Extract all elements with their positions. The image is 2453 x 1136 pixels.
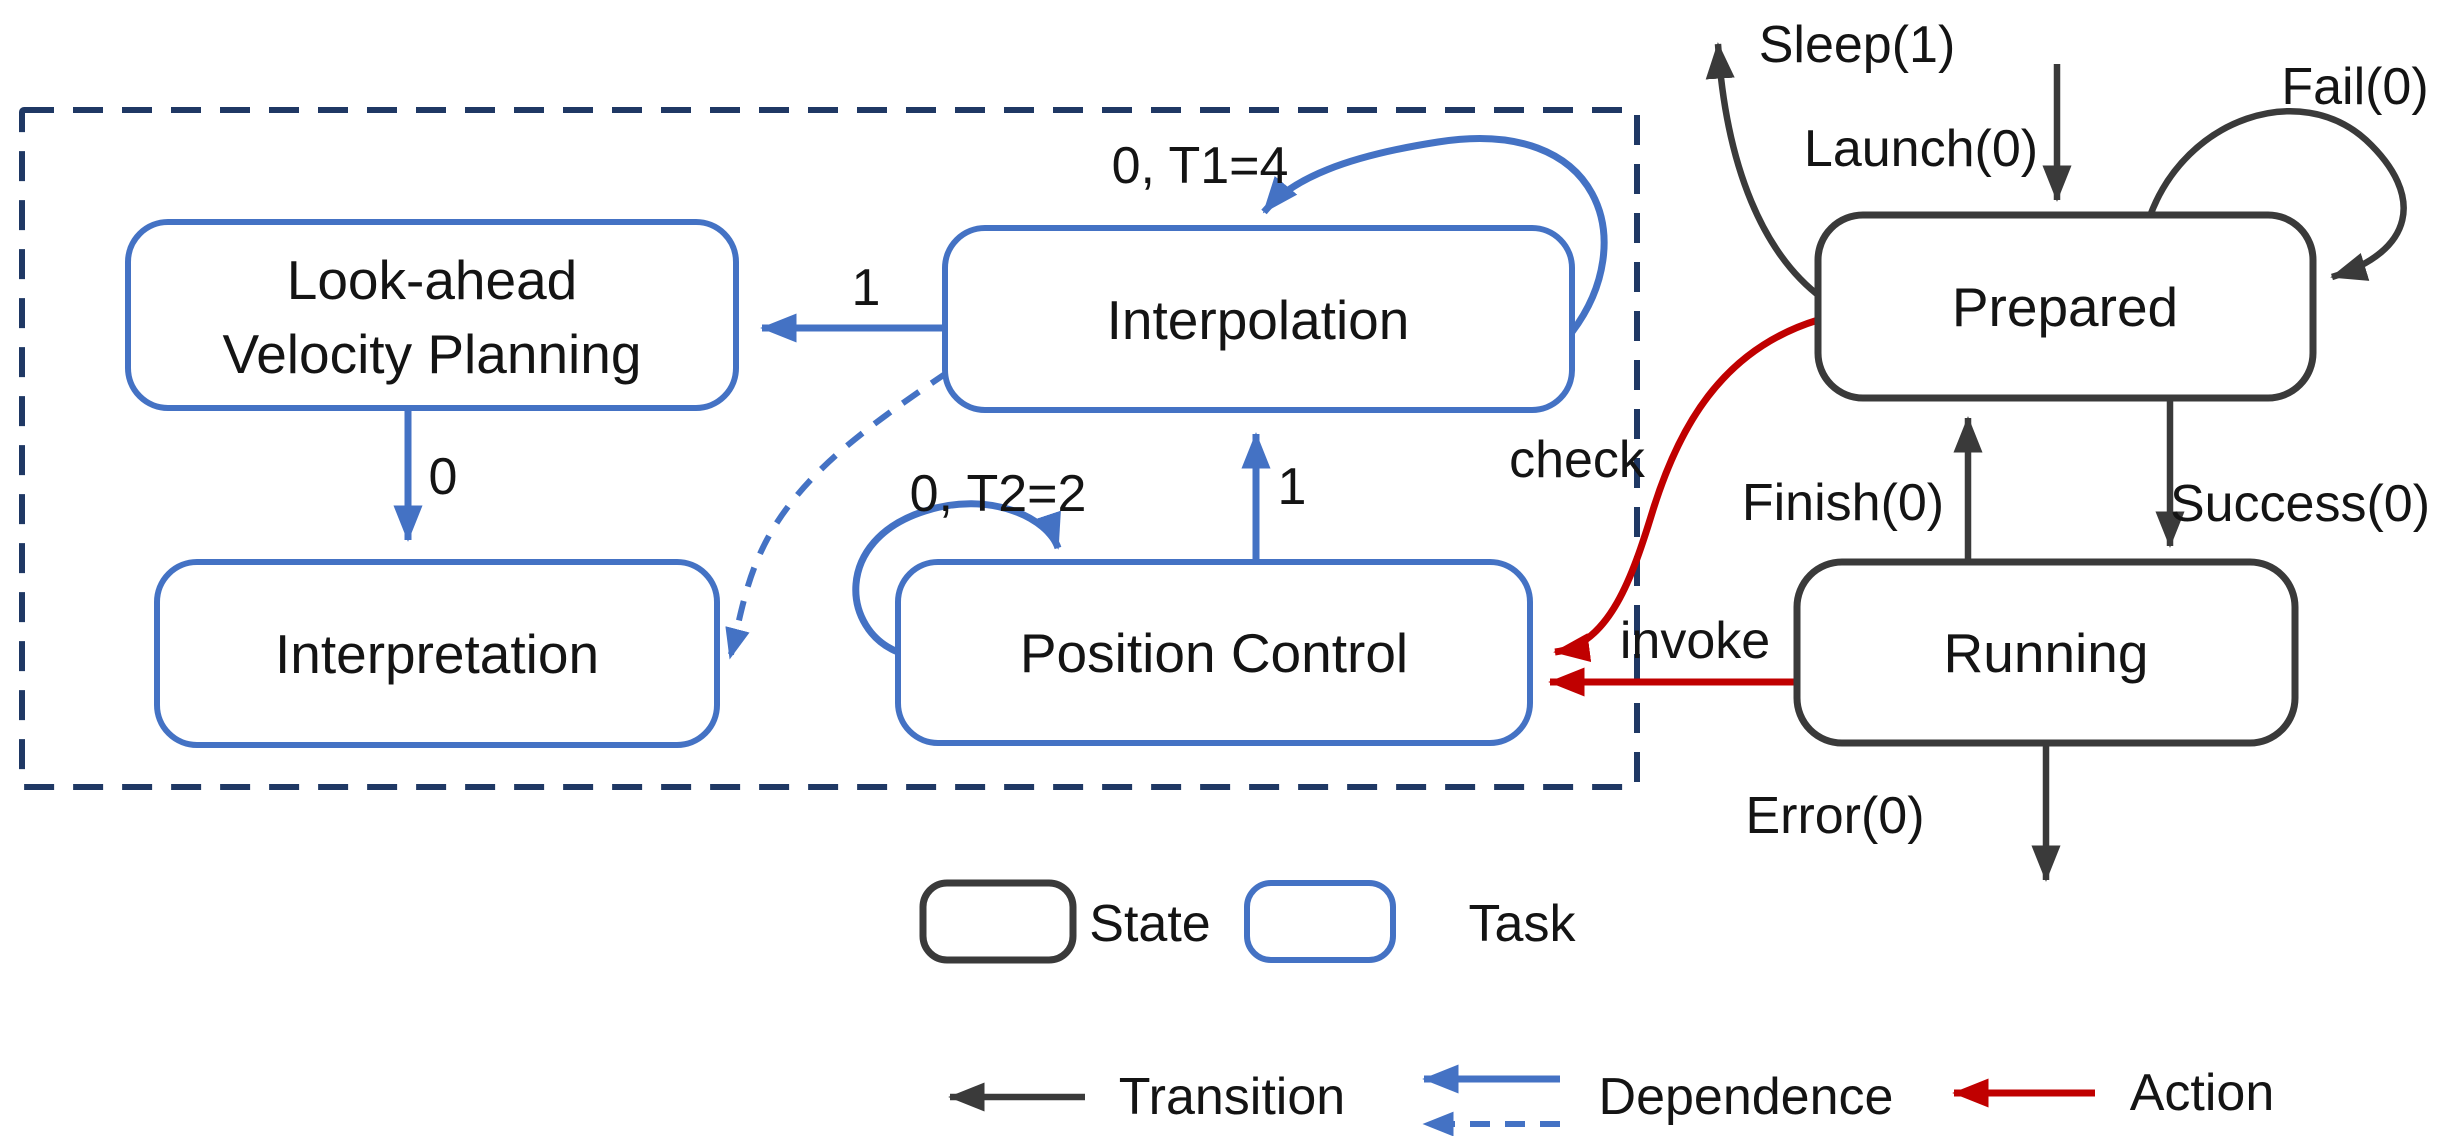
- task-group-container: [19, 107, 1640, 790]
- edge-label-sleep: Sleep(1): [1759, 16, 1956, 74]
- legend-action-label: Action: [2130, 1064, 2275, 1122]
- node-lookahead-velocity-planning: [125, 219, 739, 411]
- node-label-position-control: Position Control: [1020, 622, 1408, 684]
- edge-position-control-self-loop: [852, 500, 1062, 656]
- edge-label-success: Success(0): [2170, 475, 2430, 533]
- legend-dependence-label: Dependence: [1599, 1068, 1894, 1126]
- node-label-prepared: Prepared: [1952, 276, 2178, 338]
- edge-label-lvp-to-interpretation: 0: [429, 448, 458, 506]
- edge-label-finish: Finish(0): [1742, 474, 1944, 532]
- edge-label-error: Error(0): [1745, 787, 1924, 845]
- edge-label-position-control-to-interpolation: 1: [1278, 458, 1307, 516]
- node-label-interpretation: Interpretation: [275, 623, 599, 685]
- legend-transition-label: Transition: [1119, 1068, 1345, 1126]
- legend-task-label: Task: [1469, 895, 1577, 953]
- edge-prepared-fail-self-loop: [2146, 108, 2407, 281]
- edge-prepared-check-action: [1553, 316, 1820, 663]
- edge-label-check: check: [1509, 431, 1646, 489]
- legend-task-chip: [1244, 880, 1396, 963]
- edge-label-fail: Fail(0): [2281, 58, 2428, 116]
- edge-prepared-sleep: [1705, 42, 1824, 301]
- node-label-lvp-line1: Look-ahead: [287, 249, 578, 311]
- legend-state-chip: [919, 879, 1077, 964]
- node-label-lvp-line2: Velocity Planning: [223, 323, 642, 385]
- edge-interpolation-to-interpretation-dashed: [725, 369, 950, 660]
- legend-state-label: State: [1089, 895, 1210, 953]
- edge-label-interpolation-self-loop: 0, T1=4: [1112, 137, 1289, 195]
- node-position-control: [895, 559, 1533, 746]
- edge-label-launch: Launch(0): [1804, 120, 2038, 178]
- edge-label-position-control-self-loop: 0, T2=2: [910, 465, 1087, 523]
- node-prepared: [1814, 211, 2317, 402]
- node-label-running: Running: [1944, 622, 2149, 684]
- edge-interpolation-self-loop: [1261, 135, 1608, 335]
- edge-label-interpolation-to-lvp: 1: [852, 259, 881, 317]
- edge-label-invoke: invoke: [1620, 612, 1770, 670]
- node-interpolation: [942, 225, 1575, 413]
- node-running: [1793, 558, 2299, 747]
- node-interpretation: [154, 559, 720, 748]
- node-label-interpolation: Interpolation: [1107, 289, 1410, 351]
